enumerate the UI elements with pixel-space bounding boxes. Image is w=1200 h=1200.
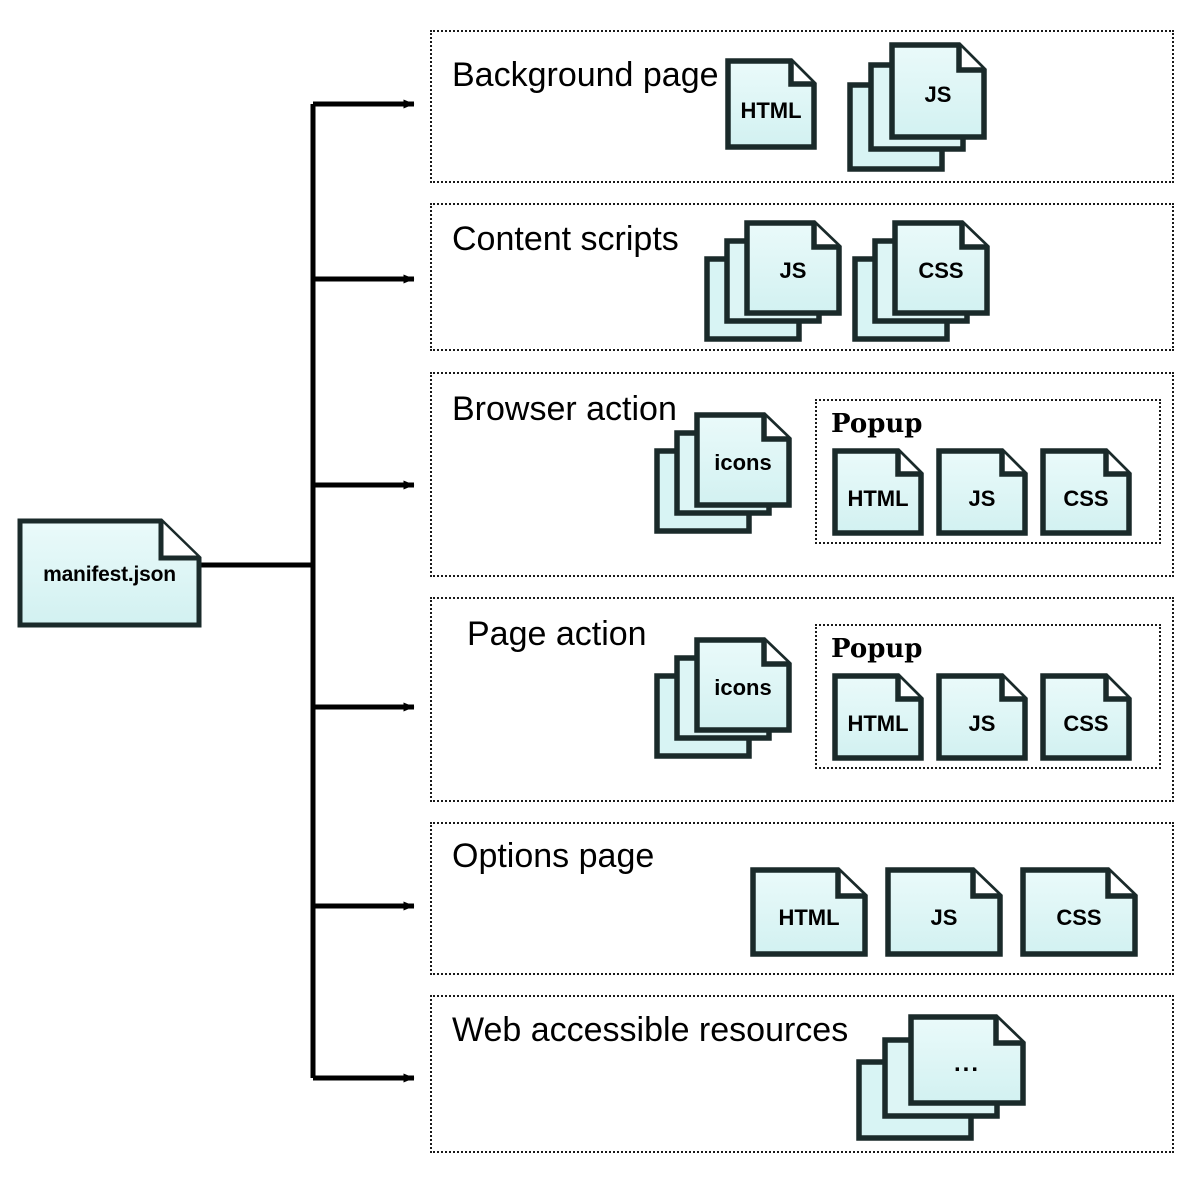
popup-group-page-action[interactable]: Popup HTML JS — [815, 624, 1161, 769]
doc-stack-icons-page[interactable]: icons — [654, 637, 794, 762]
popup-title-browser-action: Popup — [831, 409, 923, 439]
popup-title-page-action: Popup — [831, 634, 923, 664]
section-title-options-page: Options page — [452, 837, 655, 875]
section-browser-action[interactable]: Browser action — [430, 372, 1174, 577]
section-options-page[interactable]: Options page HTML JS CSS — [430, 822, 1174, 975]
doc-stack-web-resources[interactable]: ... — [856, 1014, 1026, 1141]
section-web-accessible-resources[interactable]: Web accessible resources ... — [430, 995, 1174, 1153]
doc-stack-js-content[interactable]: JS — [704, 220, 844, 345]
doc-options-js[interactable]: JS — [885, 867, 1003, 957]
doc-popup-js-page[interactable]: JS — [936, 673, 1028, 761]
section-title-content-scripts: Content scripts — [452, 220, 679, 258]
popup-group-browser-action[interactable]: Popup HTML JS — [815, 399, 1161, 544]
section-content-scripts[interactable]: Content scripts — [430, 203, 1174, 351]
doc-popup-html-browser[interactable]: HTML — [832, 448, 924, 536]
doc-options-css[interactable]: CSS — [1020, 867, 1138, 957]
section-page-action[interactable]: Page action icons — [430, 597, 1174, 802]
doc-stack-js[interactable]: JS — [847, 42, 987, 174]
doc-popup-js-browser[interactable]: JS — [936, 448, 1028, 536]
section-title-page-action: Page action — [467, 615, 647, 653]
section-title-browser-action: Browser action — [452, 390, 677, 428]
doc-stack-css-content[interactable]: CSS — [852, 220, 992, 345]
doc-stack-icons-browser[interactable]: icons — [654, 412, 794, 537]
doc-popup-css-page[interactable]: CSS — [1040, 673, 1132, 761]
doc-options-html[interactable]: HTML — [750, 867, 868, 957]
doc-html[interactable]: HTML — [725, 58, 817, 150]
doc-popup-css-browser[interactable]: CSS — [1040, 448, 1132, 536]
section-title-background-page: Background page — [452, 56, 719, 94]
section-background-page[interactable]: Background page HTML — [430, 30, 1174, 183]
manifest-json-node[interactable]: manifest.json — [17, 518, 202, 628]
doc-popup-html-page[interactable]: HTML — [832, 673, 924, 761]
section-title-web-accessible-resources: Web accessible resources — [452, 1011, 849, 1049]
